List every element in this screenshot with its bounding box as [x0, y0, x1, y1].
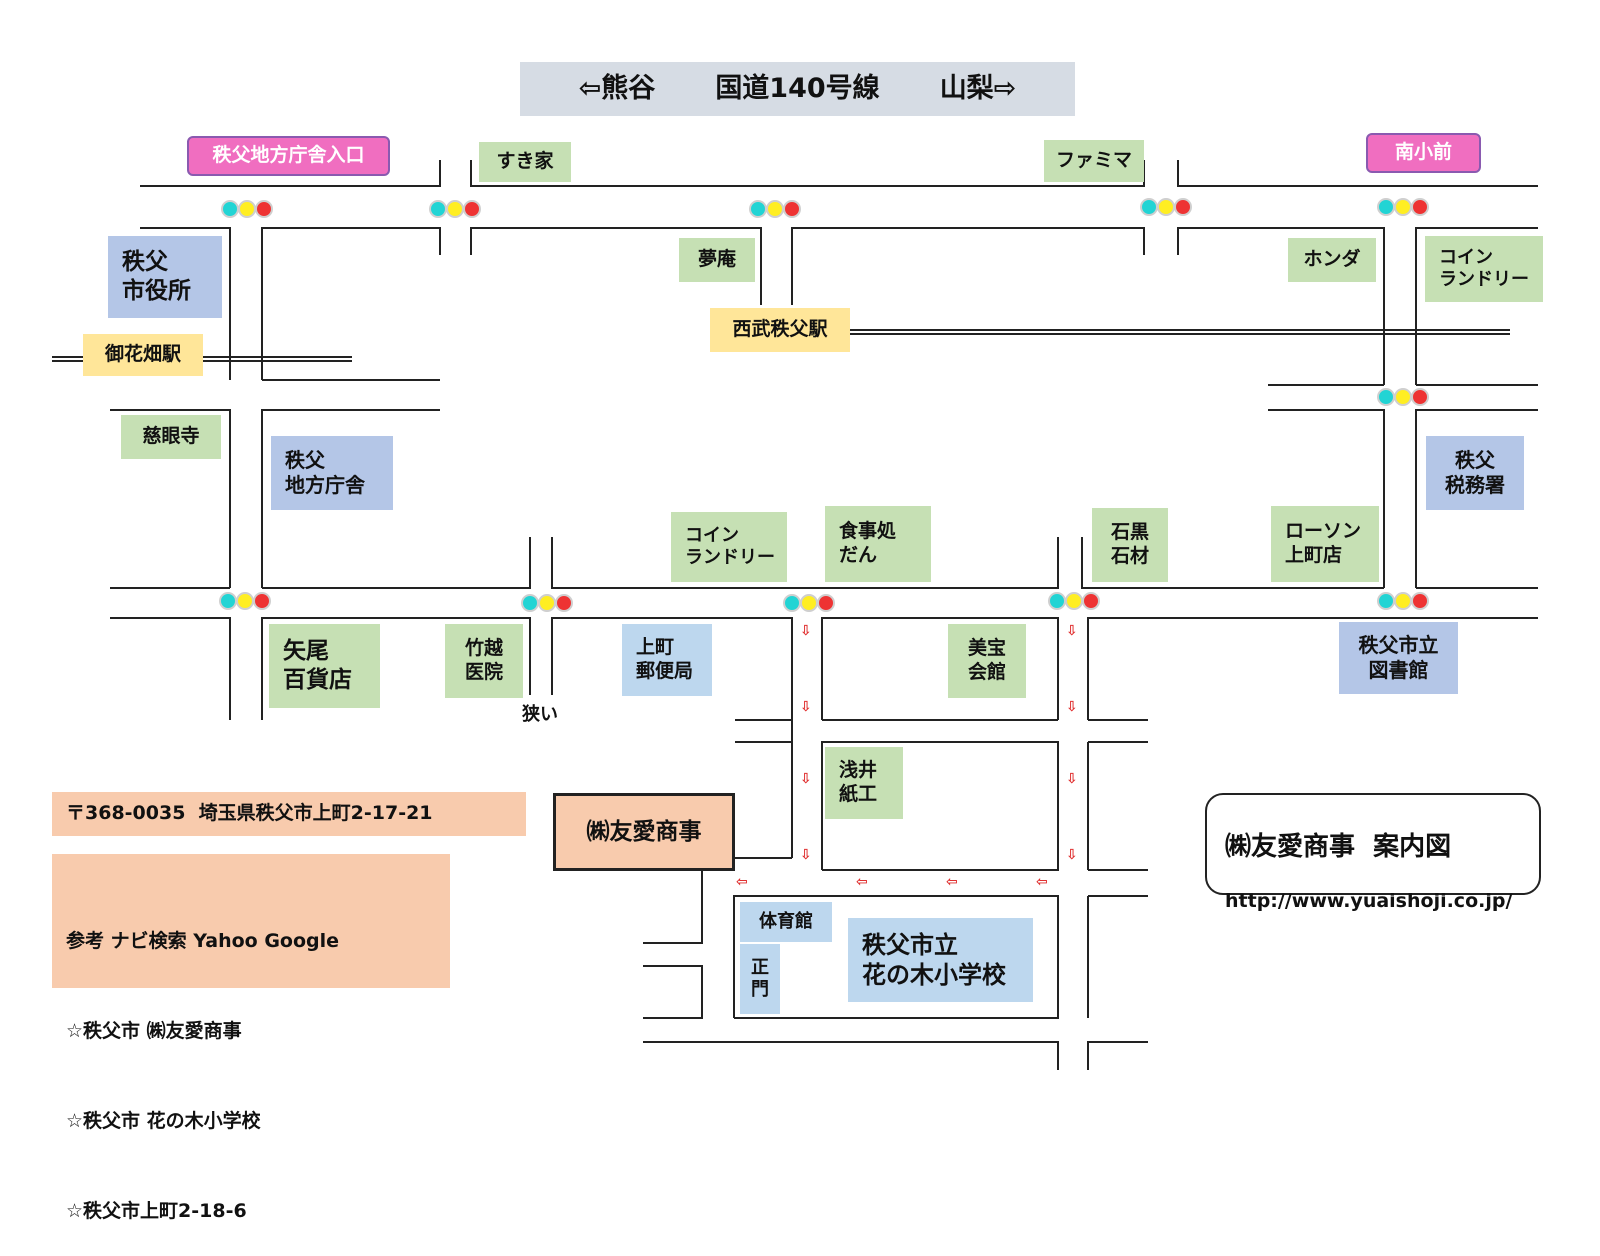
post-office: 上町 郵便局	[622, 624, 712, 696]
store-coin-laundry-mid: コイン ランドリー	[671, 512, 787, 582]
traffic-signal-icon	[521, 594, 573, 612]
station-ohanabatake: 御花畑駅	[83, 334, 203, 376]
oneway-arrow-down-icon: ⇩	[1066, 771, 1078, 787]
website-url[interactable]: http://www.yuaishoji.co.jp/	[1225, 889, 1513, 912]
traffic-signal-icon	[429, 200, 481, 218]
traffic-signal-icon	[1377, 388, 1429, 406]
oneway-arrow-down-icon: ⇩	[800, 847, 812, 863]
school-main-gate: 正 門	[740, 944, 780, 1014]
map-title-box: ㈱友愛商事 案内図 http://www.yuaishoji.co.jp/	[1205, 793, 1541, 912]
store-ishiguro-sekizai: 石黒 石材	[1092, 508, 1168, 582]
traffic-signal-icon	[749, 200, 801, 218]
store-yao-department: 矢尾 百貨店	[269, 624, 380, 708]
chichibu-local-office: 秩父 地方庁舎	[271, 436, 393, 510]
nav-line-4: ☆秩父市上町2-18-6	[66, 1200, 247, 1222]
pin-minami-sho-mae: 南小前	[1366, 133, 1481, 173]
store-lawson-kamimachi: ローソン 上町店	[1271, 506, 1379, 582]
traffic-signal-icon	[1377, 198, 1429, 216]
roads	[110, 160, 1538, 1070]
traffic-signal-icon	[1048, 592, 1100, 610]
store-shokujidokoro-dan: 食事処 だん	[825, 506, 931, 582]
store-honda: ホンダ	[1288, 238, 1376, 282]
header-right-yamanashi: 山梨⇨	[939, 73, 1017, 105]
oneway-arrow-down-icon: ⇩	[800, 623, 812, 639]
city-library: 秩父市立 図書館	[1339, 622, 1458, 694]
header-left-kumagaya: ⇦熊谷	[578, 73, 656, 105]
oneway-arrow-down-icon: ⇩	[1066, 699, 1078, 715]
oneway-arrow-down-icon: ⇩	[1066, 623, 1078, 639]
traffic-signal-icon	[783, 594, 835, 612]
oneway-arrow-left-icon: ⇦	[1036, 874, 1048, 890]
oneway-arrow-left-icon: ⇦	[736, 874, 748, 890]
nav-search-box: 参考 ナビ検索 Yahoo Google ☆秩父市 ㈱友愛商事 ☆秩父市 花の木…	[52, 854, 450, 1222]
store-yumean: 夢庵	[679, 238, 755, 282]
store-famima: ファミマ	[1044, 140, 1144, 182]
school-gym: 体育館	[740, 902, 832, 942]
tax-office: 秩父 税務署	[1426, 436, 1524, 510]
nav-line-1: 参考 ナビ検索 Yahoo Google	[66, 930, 340, 952]
station-seibu-chichibu: 西武秩父駅	[710, 308, 850, 352]
road-route140-top-mid	[470, 160, 1145, 187]
store-sukiya: すき家	[479, 142, 571, 182]
store-asai-shiko: 浅井 紙工	[825, 747, 903, 819]
store-mihou-kaikan: 美宝 会館	[948, 624, 1026, 698]
road-map	[52, 160, 1538, 1070]
hananoki-elementary-school: 秩父市立 花の木小学校	[848, 918, 1033, 1002]
store-coin-laundry-ne: コイン ランドリー	[1425, 236, 1543, 302]
traffic-signal-icon	[1377, 592, 1429, 610]
map-title: ㈱友愛商事 案内図	[1225, 832, 1452, 862]
nav-line-3: ☆秩父市 花の木小学校	[66, 1110, 261, 1132]
oneway-arrow-down-icon: ⇩	[800, 699, 812, 715]
road-route140-top-left	[140, 160, 441, 187]
road-route140-top-right	[1177, 160, 1538, 187]
oneway-arrow-down-icon: ⇩	[800, 771, 812, 787]
store-takekoshi-clinic: 竹越 医院	[445, 624, 523, 698]
pin-chichibu-office-entrance: 秩父地方庁舎入口	[187, 136, 390, 176]
company-location: ㈱友愛商事	[553, 793, 735, 871]
oneway-arrow-left-icon: ⇦	[856, 874, 868, 890]
nav-line-2: ☆秩父市 ㈱友愛商事	[66, 1020, 242, 1042]
traffic-signals	[219, 198, 1429, 612]
header-route-140: 国道140号線	[715, 73, 880, 105]
route-header: ⇦熊谷 国道140号線 山梨⇨	[520, 62, 1075, 116]
city-hall: 秩父 市役所	[108, 236, 222, 318]
address-box: 〒368-0035 埼玉県秩父市上町2-17-21	[52, 792, 526, 836]
traffic-signal-icon	[219, 592, 271, 610]
oneway-arrow-down-icon: ⇩	[1066, 847, 1078, 863]
road-route140-bottom	[140, 227, 231, 380]
narrow-road-note: 狭い	[522, 704, 558, 725]
store-jigenji: 慈眼寺	[121, 415, 221, 459]
traffic-signal-icon	[221, 200, 273, 218]
traffic-signal-icon	[1140, 198, 1192, 216]
oneway-arrow-left-icon: ⇦	[946, 874, 958, 890]
